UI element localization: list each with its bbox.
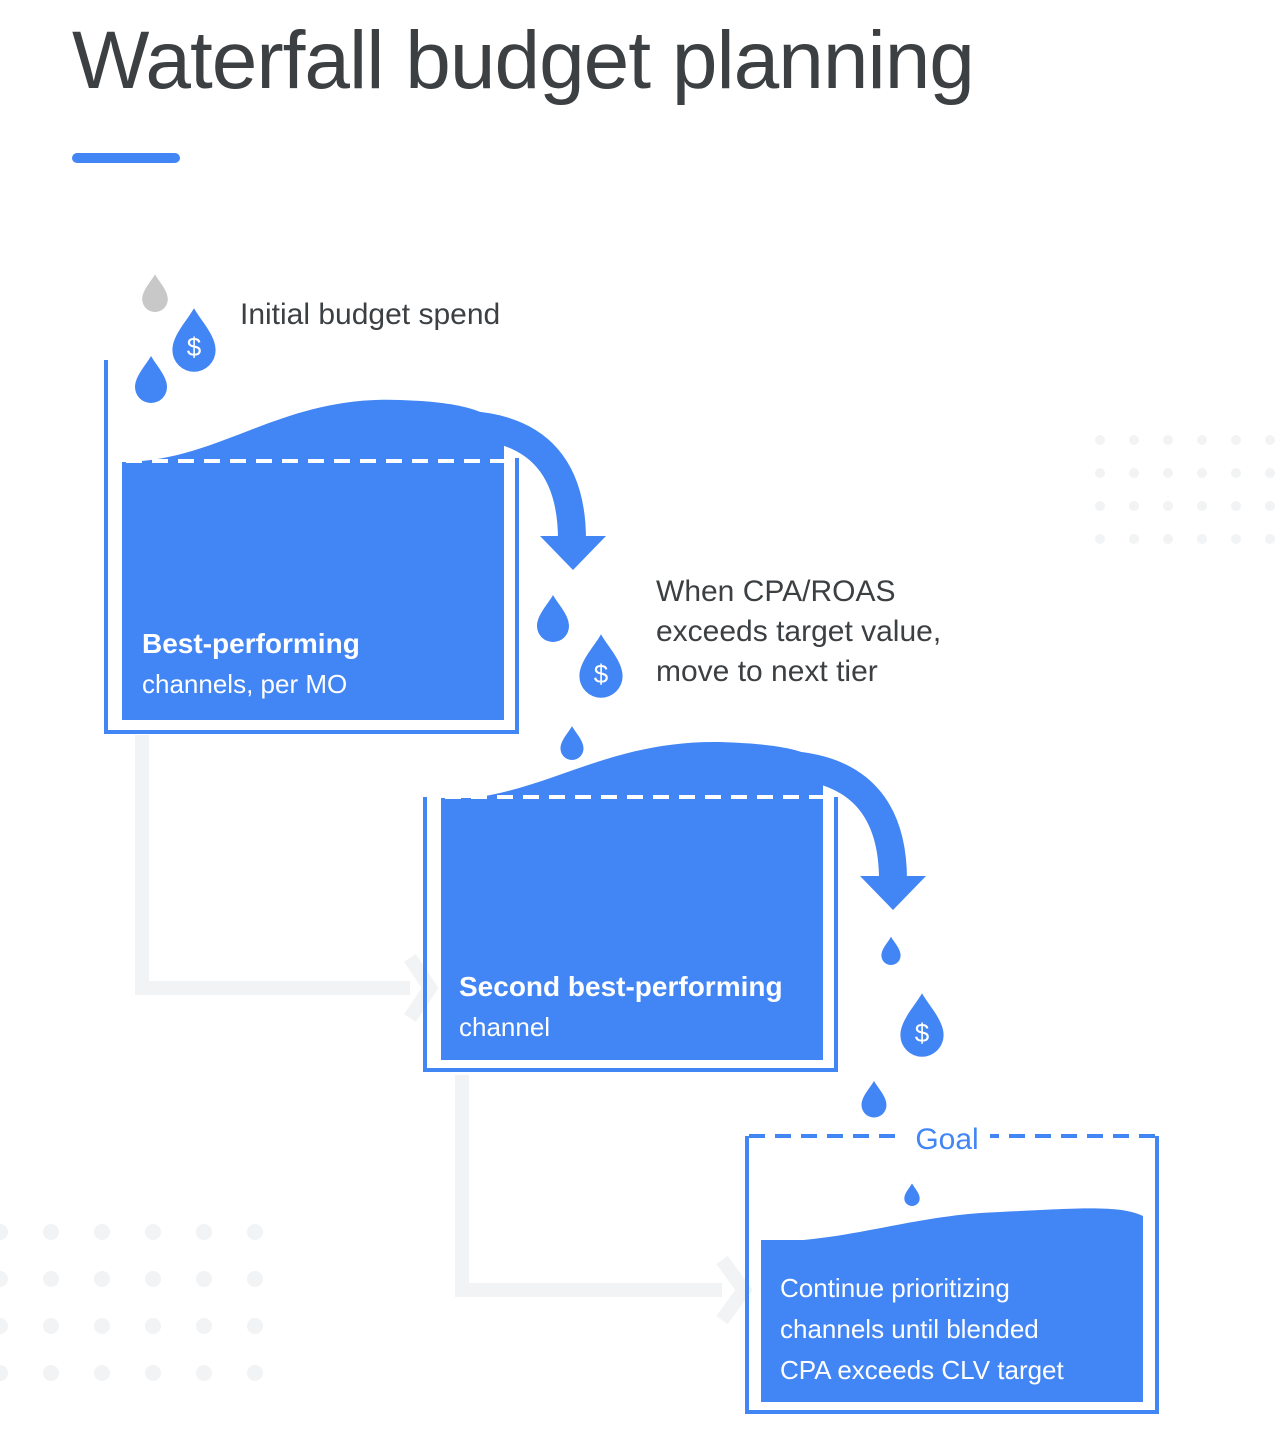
decorative-dot-grid-left	[0, 1224, 263, 1381]
tier-1-label: Best-performing channels, per MO	[142, 624, 360, 704]
connector-line-2	[455, 1075, 722, 1297]
tier-3-bucket	[745, 1134, 1159, 1414]
drop-gray	[142, 274, 168, 312]
bucket-outline	[423, 797, 838, 1072]
decorative-dot	[1197, 435, 1207, 445]
decorative-dot	[0, 1224, 8, 1240]
decorative-dot	[1129, 534, 1139, 544]
decorative-dot	[1163, 468, 1173, 478]
tier-1-heading: Best-performing	[142, 628, 360, 659]
decorative-dot	[1129, 435, 1139, 445]
decorative-dot	[43, 1224, 59, 1240]
decorative-dot	[43, 1365, 59, 1381]
tier-3-label: Continue prioritizing channels until ble…	[780, 1268, 1064, 1391]
decorative-dot	[247, 1271, 263, 1287]
decorative-dot	[1163, 534, 1173, 544]
decorative-dot	[247, 1224, 263, 1240]
page-title: Waterfall budget planning	[72, 15, 975, 106]
drop-dollar-symbol: $	[915, 1018, 930, 1048]
decorative-dot	[196, 1271, 212, 1287]
decorative-dot	[1265, 468, 1275, 478]
decorative-dot	[196, 1365, 212, 1381]
decorative-dot	[1265, 435, 1275, 445]
tier-2-label: Second best-performing channel	[459, 967, 783, 1047]
move-condition-line: exceeds target value,	[656, 615, 942, 648]
connector-line-1	[135, 735, 410, 995]
decorative-dot	[1095, 468, 1105, 478]
drop-plain	[537, 595, 569, 642]
decorative-dot	[1129, 468, 1139, 478]
tier-3-line: Continue prioritizing	[780, 1273, 1010, 1303]
connector-arrow-2	[716, 1255, 753, 1325]
decorative-dot	[196, 1224, 212, 1240]
bucket-outline	[104, 360, 519, 734]
decorative-dot	[43, 1271, 59, 1287]
decorative-dot-grid-right	[1095, 435, 1275, 544]
tier-connector-lines	[135, 735, 753, 1325]
drop-dollar-symbol: $	[187, 332, 202, 362]
decorative-dot	[1163, 435, 1173, 445]
bucket-outline	[745, 1136, 1159, 1414]
decorative-dot	[1095, 501, 1105, 511]
initial-spend-label: Initial budget spend	[240, 298, 501, 331]
decorative-dot	[196, 1318, 212, 1334]
decorative-dot	[1265, 534, 1275, 544]
decorative-dot	[94, 1318, 110, 1334]
decorative-dot	[0, 1271, 8, 1287]
decorative-dot	[1095, 435, 1105, 445]
water-wave	[122, 399, 504, 462]
decorative-dot	[145, 1271, 161, 1287]
decorative-dot	[43, 1318, 59, 1334]
tier-1-bucket	[104, 360, 519, 734]
tier-1-subheading: channels, per MO	[142, 669, 348, 699]
decorative-dot	[94, 1365, 110, 1381]
decorative-dot	[1197, 534, 1207, 544]
decorative-dot	[94, 1224, 110, 1240]
decorative-dot	[1231, 435, 1241, 445]
connector-arrow-1	[404, 954, 439, 1022]
bucket-water	[122, 462, 504, 720]
decorative-dot	[1231, 468, 1241, 478]
bucket-water	[761, 1240, 1143, 1402]
water-wave	[761, 1208, 1143, 1242]
move-condition-line: When CPA/ROAS	[656, 575, 896, 608]
tier-2-heading: Second best-performing	[459, 971, 783, 1002]
water-wave	[441, 741, 823, 800]
overflow-arrow-2	[788, 751, 926, 910]
decorative-dot	[0, 1365, 8, 1381]
decorative-dot	[0, 1318, 8, 1334]
move-condition-line: move to next tier	[656, 655, 878, 688]
drop-plain	[881, 936, 901, 965]
drop-dollar-symbol: $	[594, 659, 609, 689]
decorative-dot	[247, 1318, 263, 1334]
overflow-arrow-1	[468, 411, 606, 570]
decorative-dot	[1231, 534, 1241, 544]
decorative-dot	[1265, 501, 1275, 511]
decorative-dot	[1129, 501, 1139, 511]
goal-label: Goal	[904, 1120, 990, 1160]
tier-2-bucket	[423, 741, 838, 1072]
decorative-dot	[145, 1365, 161, 1381]
decorative-dot	[1163, 501, 1173, 511]
decorative-dot	[94, 1271, 110, 1287]
decorative-dot	[1197, 501, 1207, 511]
move-condition-label: When CPA/ROAS exceeds target value, move…	[656, 572, 941, 692]
title-underline	[72, 153, 180, 163]
decorative-dot	[1095, 534, 1105, 544]
tier-2-subheading: channel	[459, 1012, 551, 1042]
decorative-dot	[247, 1365, 263, 1381]
decorative-dot	[145, 1318, 161, 1334]
bucket-water	[441, 798, 823, 1060]
tier-3-line: CPA exceeds CLV target	[780, 1355, 1064, 1385]
drop-plain	[560, 726, 584, 760]
decorative-dot	[145, 1224, 161, 1240]
drops: $ $ $	[135, 274, 944, 1206]
drop-plain	[904, 1183, 920, 1206]
tier-3-line: channels until blended	[780, 1314, 1039, 1344]
decorative-dot	[1197, 468, 1207, 478]
drop-plain	[861, 1080, 887, 1118]
drop-plain	[135, 356, 167, 403]
decorative-dot	[1231, 501, 1241, 511]
